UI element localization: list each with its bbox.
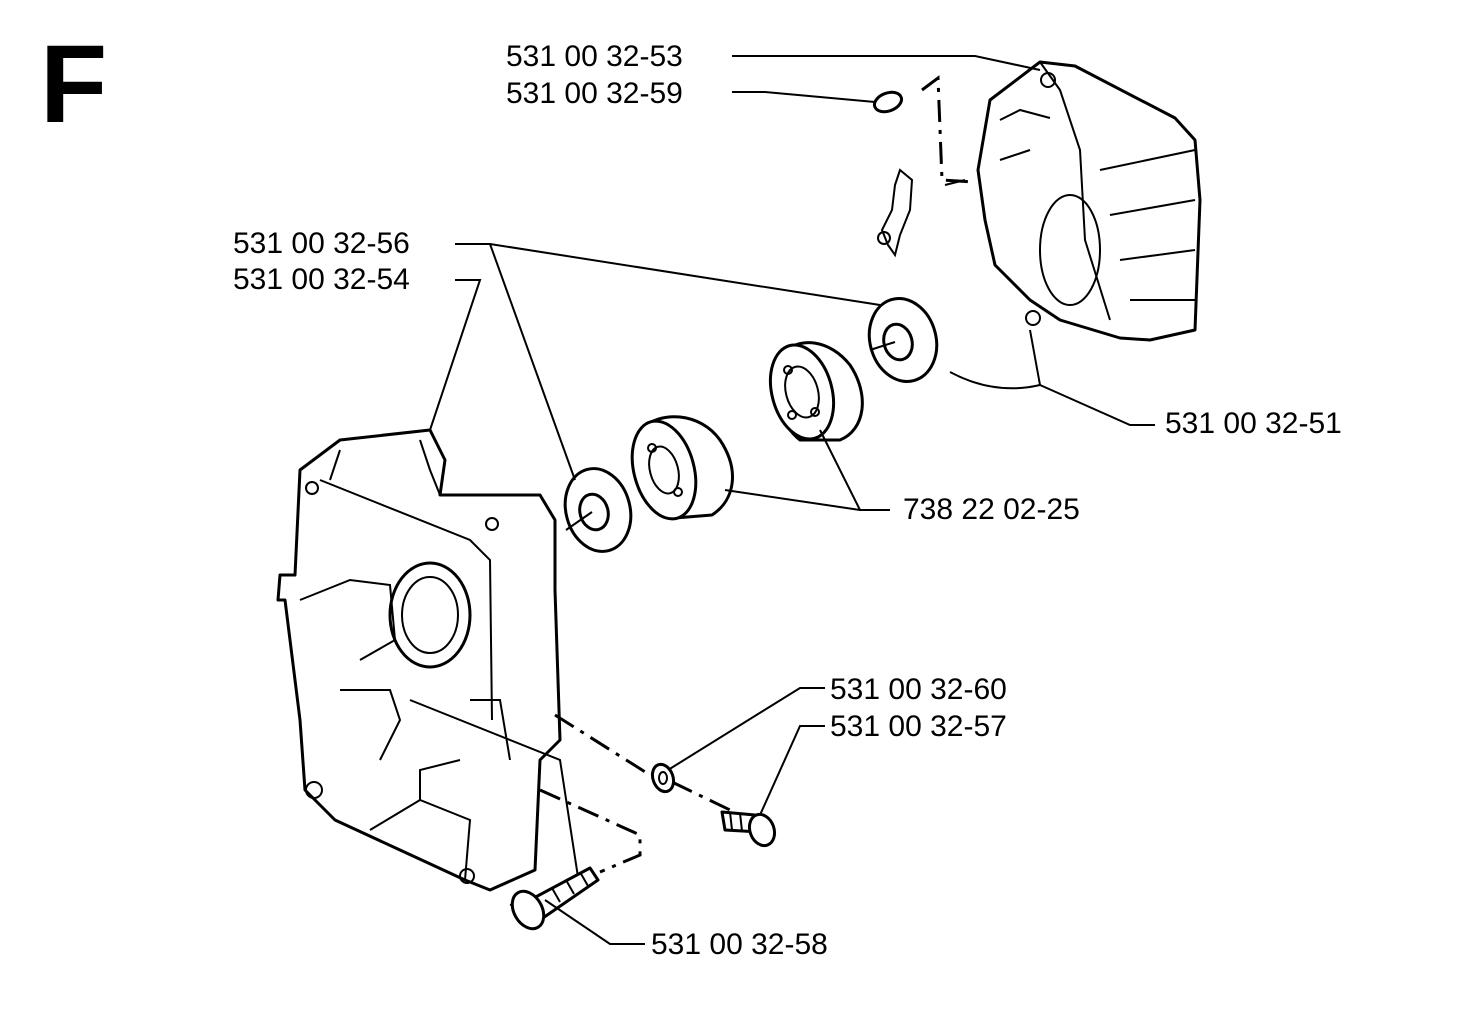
seal-ring-lower: [563, 467, 633, 553]
leader-59: [732, 91, 876, 103]
part-label-531-00-32-51: 531 00 32-51: [1165, 407, 1342, 440]
part-label-738-22-02-25: 738 22 02-25: [903, 493, 1080, 526]
alignment-line-screw-57: [671, 780, 731, 812]
bearing-upper: [768, 341, 864, 442]
leader-56-lower: [489, 243, 576, 481]
part-label-531-00-32-60: 531 00 32-60: [830, 673, 1007, 706]
part-label-531-00-32-58: 531 00 32-58: [651, 928, 828, 961]
leader-25-upper: [819, 429, 890, 511]
alignment-line-top: [921, 75, 976, 184]
screw-short: [720, 810, 777, 848]
leader-51: [1039, 384, 1155, 426]
part-label-531-00-32-59: 531 00 32-59: [506, 77, 683, 110]
bearing-lower: [630, 415, 734, 521]
leader-54: [429, 279, 482, 431]
leader-lines: [429, 55, 1155, 945]
leader-60: [667, 687, 825, 771]
gasket: [877, 168, 1042, 390]
crankcase-half-left: [276, 428, 582, 906]
alignment-line-washer: [554, 713, 651, 777]
seal-ring-upper: [867, 297, 939, 383]
alignment-line-screw-58: [539, 788, 642, 874]
part-label-531-00-32-53: 531 00 32-53: [506, 40, 683, 73]
leader-53: [732, 55, 1041, 71]
washer: [650, 762, 676, 794]
dowel-pin: [872, 90, 904, 114]
leader-56-upper: [455, 243, 881, 306]
part-label-531-00-32-56: 531 00 32-56: [233, 227, 410, 260]
leader-57: [759, 725, 825, 816]
part-label-531-00-32-57: 531 00 32-57: [830, 710, 1007, 743]
leader-58: [544, 899, 645, 945]
section-letter: F: [40, 23, 108, 146]
part-label-531-00-32-54: 531 00 32-54: [233, 263, 410, 296]
leader-25-lower: [724, 489, 861, 511]
crankcase-half-right: [944, 60, 1202, 342]
screw-long: [510, 866, 600, 931]
